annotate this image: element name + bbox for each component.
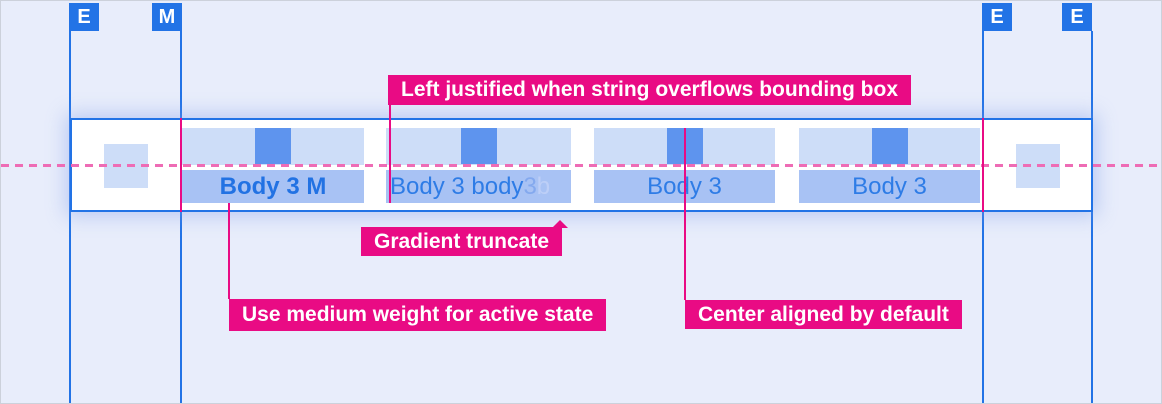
connector-line-medium-weight bbox=[228, 203, 230, 299]
connector-line-center-aligned bbox=[684, 128, 686, 300]
tab-item-truncated[interactable]: Body 3 body 3 b bbox=[386, 128, 571, 203]
tab-label-rect: Body 3 body 3 b bbox=[386, 170, 571, 203]
tab-icon-placeholder-square bbox=[871, 128, 908, 164]
ruler-marker-e-right-inner: E bbox=[982, 3, 1012, 31]
tab-icon-placeholder-square bbox=[255, 128, 291, 164]
ruler-marker-label: E bbox=[77, 5, 91, 28]
tab-padding-rect bbox=[386, 128, 571, 165]
ruler-marker-label: E bbox=[990, 5, 1004, 28]
tab-icon-placeholder-square bbox=[460, 128, 497, 164]
annotation-text: Gradient truncate bbox=[374, 230, 550, 253]
annotation-text: Left justified when string overflows bou… bbox=[401, 78, 898, 101]
ruler-marker-e-left: E bbox=[69, 3, 99, 31]
tab-area-end-line bbox=[982, 118, 984, 212]
ruler-marker-label: E bbox=[1070, 5, 1084, 28]
annotation-left-justified: Left justified when string overflows bou… bbox=[388, 75, 911, 105]
tab-label: Body 3 M bbox=[219, 172, 327, 200]
tab-item-active[interactable]: Body 3 M bbox=[182, 128, 364, 203]
tab-label-fade-1: 3 bbox=[523, 172, 537, 200]
ruler-marker-m-left: M bbox=[152, 3, 182, 31]
ruler-line-edge-right bbox=[1091, 31, 1093, 403]
ruler-marker-label: M bbox=[158, 5, 176, 28]
tab-label: Body 3 bbox=[852, 172, 927, 200]
tab-area-start-line bbox=[180, 118, 182, 212]
annotation-text: Use medium weight for active state bbox=[242, 303, 594, 326]
tab-label-rect: Body 3 bbox=[799, 170, 980, 203]
connector-line-left-justified bbox=[389, 105, 391, 203]
ruler-line-margin-left bbox=[180, 31, 182, 403]
annotation-center-aligned: Center aligned by default bbox=[685, 300, 962, 329]
center-baseline-dashed-line bbox=[1, 164, 1161, 167]
annotation-text: Center aligned by default bbox=[698, 303, 949, 326]
tab-label-main: Body 3 body bbox=[390, 172, 524, 200]
ruler-line-edge-left bbox=[69, 31, 71, 403]
tab-item[interactable]: Body 3 bbox=[799, 128, 980, 203]
arrow-up-pointer-icon bbox=[552, 220, 569, 228]
ruler-line-margin-right bbox=[982, 31, 984, 403]
tab-label-rect: Body 3 M bbox=[182, 170, 364, 203]
annotation-medium-weight: Use medium weight for active state bbox=[229, 299, 607, 331]
tab-padding-rect bbox=[799, 128, 980, 165]
tab-label-fade-2: b bbox=[536, 172, 551, 200]
annotation-gradient-truncate: Gradient truncate bbox=[361, 220, 569, 256]
ruler-marker-e-right-outer: E bbox=[1062, 3, 1092, 31]
tab-padding-rect bbox=[182, 128, 364, 165]
